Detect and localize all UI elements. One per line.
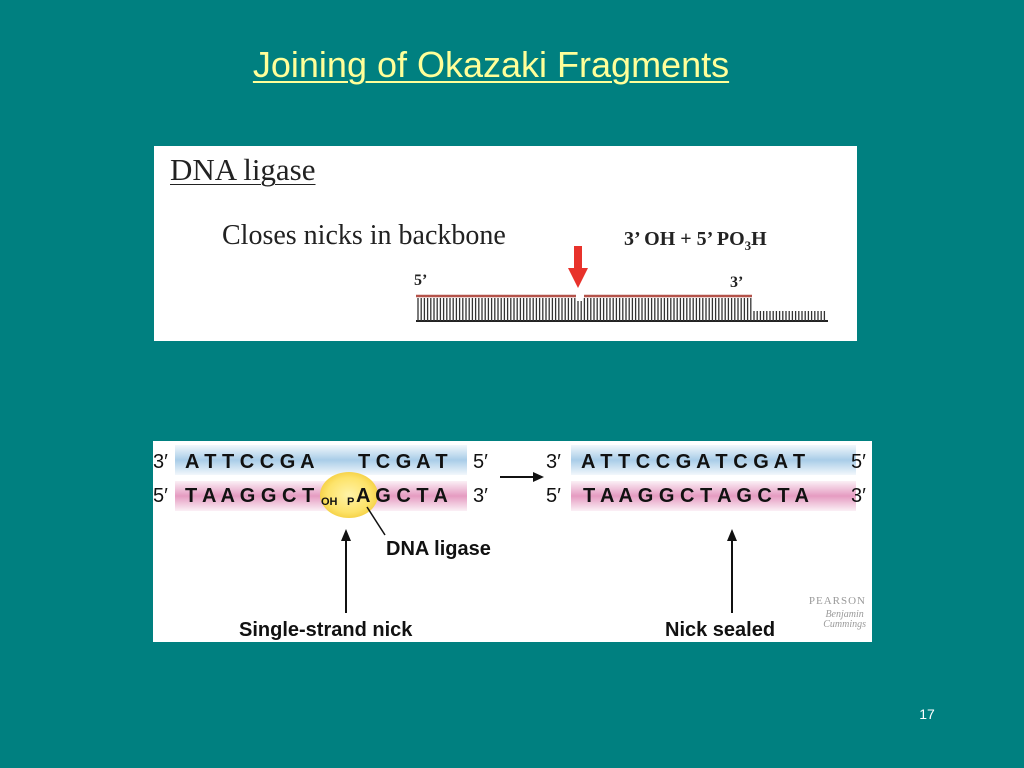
left-bottom-seq-a: T A A G G C T xyxy=(185,485,314,507)
left-bottom-5-prime: 5′ xyxy=(153,485,168,507)
page-number: 17 xyxy=(919,706,935,722)
nick-arrow-icon xyxy=(568,246,588,288)
chemistry-label: 3’ OH + 5’ PO3H xyxy=(624,228,767,254)
base-pair-rungs xyxy=(417,298,826,321)
ligase-pointer-line xyxy=(366,506,386,536)
left-top-3-prime: 3′ xyxy=(153,451,168,473)
left-top-5-prime: 5′ xyxy=(473,451,488,473)
hydroxyl-label: OH xyxy=(321,496,338,508)
panel-subheading: Closes nicks in backbone xyxy=(222,220,506,251)
right-bottom-seq: T A A G G C T A G C T A xyxy=(583,485,809,507)
panel-heading: DNA ligase xyxy=(170,152,316,187)
right-bottom-5-prime: 5′ xyxy=(546,485,561,507)
chem-right: H xyxy=(751,228,767,250)
slide-title: Joining of Okazaki Fragments xyxy=(252,44,730,85)
publisher-imprint-line-1: Benjamin xyxy=(825,609,864,620)
reaction-arrow-icon xyxy=(533,472,544,482)
publisher-logo: PEARSON xyxy=(808,595,866,607)
nick-sealing-diagram: 3′ A T T C C G A T C G A T 5′ 5′ T A A G… xyxy=(153,445,866,641)
publisher-imprint: Benjamin Cummings xyxy=(823,610,866,630)
right-top-3-prime: 3′ xyxy=(546,451,561,473)
publisher-imprint-line-2: Cummings xyxy=(823,619,866,630)
nick-sealing-panel: 3′ A T T C C G A T C G A T 5′ 5′ T A A G… xyxy=(153,441,872,642)
nick-arrow-up-icon xyxy=(341,529,351,541)
right-top-5-prime: 5′ xyxy=(851,451,866,473)
right-top-seq: A T T C C G A T C G A T xyxy=(581,451,805,473)
dna-ligase-label: DNA ligase xyxy=(386,538,491,560)
left-bottom-seq-b: A G C T A xyxy=(356,485,448,507)
duplex-strand-diagram xyxy=(416,246,828,322)
left-top-seq-a: A T T C C G A xyxy=(185,451,315,473)
five-prime-label: 5’ xyxy=(414,272,428,289)
template-strand-band-right xyxy=(571,445,856,475)
right-bottom-3-prime: 3′ xyxy=(851,485,866,507)
chem-left: 3’ OH + 5’ PO xyxy=(624,228,745,250)
dna-ligase-enzyme xyxy=(320,472,378,518)
left-bottom-3-prime: 3′ xyxy=(473,485,488,507)
ligase-summary-panel: DNA ligase Closes nicks in backbone 3’ O… xyxy=(154,146,857,341)
left-top-seq-b: T C G A T xyxy=(358,451,448,473)
single-strand-nick-label: Single-strand nick xyxy=(239,619,413,641)
chem-subscript: 3 xyxy=(744,238,752,253)
template-strand-band-left xyxy=(175,445,467,475)
three-prime-label: 3’ xyxy=(730,274,744,291)
sealed-strand-band-right xyxy=(571,481,856,511)
sealed-arrow-up-icon xyxy=(727,529,737,541)
phosphate-label: P xyxy=(347,496,354,508)
nick-sealed-label: Nick sealed xyxy=(665,619,775,641)
